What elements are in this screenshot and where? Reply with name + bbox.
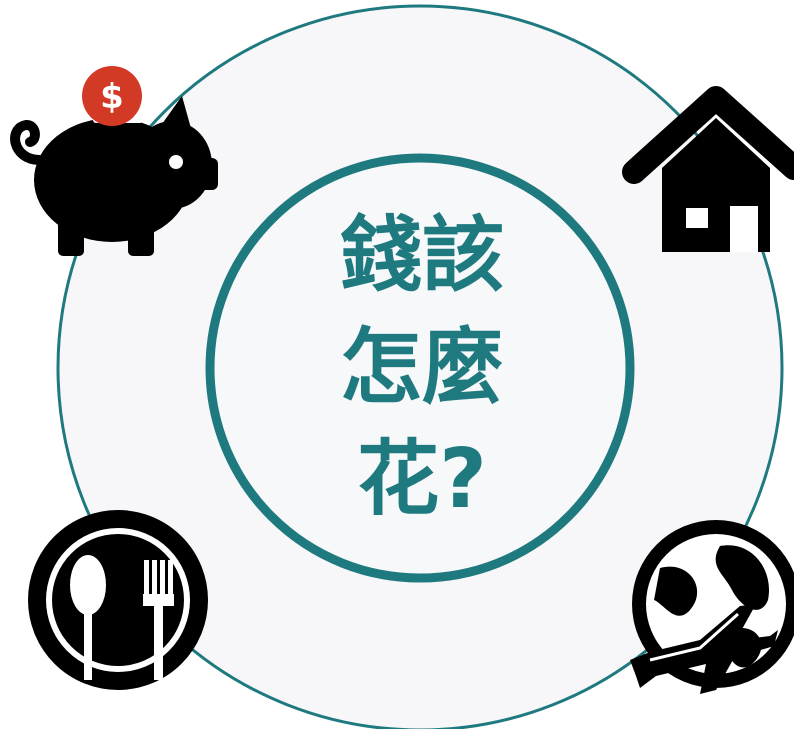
headline: 錢該 怎麼 花? xyxy=(272,200,572,536)
coin-icon: $ xyxy=(82,66,142,126)
globe-airplane-icon xyxy=(630,520,794,694)
coin-symbol: $ xyxy=(100,77,124,117)
piggy-bank-icon: $ xyxy=(10,66,218,256)
headline-line-1: 錢該 xyxy=(339,208,504,303)
utensils-icon xyxy=(28,510,208,690)
house-icon xyxy=(622,86,794,252)
headline-line-2: 怎麼 xyxy=(339,320,504,415)
inner-ring xyxy=(205,153,635,583)
headline-line-3: 花? xyxy=(357,432,487,527)
